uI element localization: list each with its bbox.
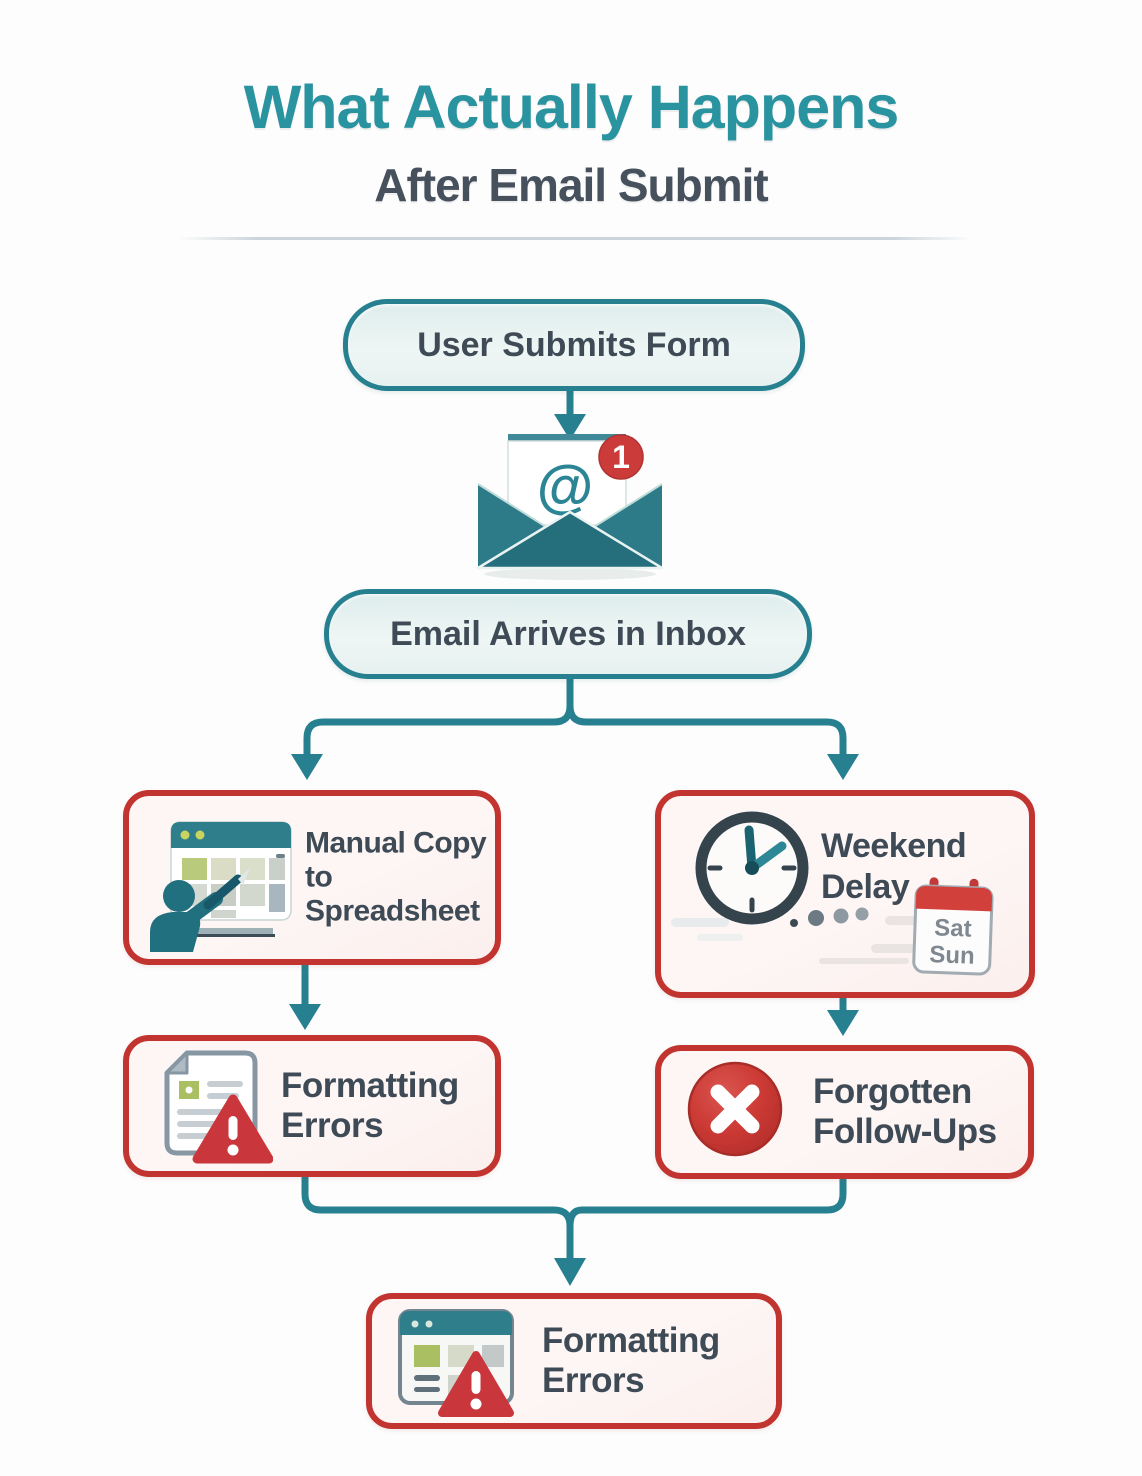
- pen-tip: [238, 868, 250, 885]
- node-formatting-errors-bottom-label: Formatting Errors: [542, 1321, 720, 1400]
- letter-top-bar: [508, 434, 626, 443]
- node-email-arrives-inbox: Email Arrives in Inbox: [324, 589, 812, 679]
- arrowhead-submit: [554, 414, 586, 440]
- clock-center: [745, 861, 759, 875]
- node-manual-copy-spreadsheet: Manual Copy to Spreadsheet: [123, 790, 501, 965]
- x-circle-icon: [687, 1061, 783, 1157]
- unread-badge: [598, 434, 644, 480]
- page-title: What Actually Happens: [243, 73, 900, 141]
- node-formatting-errors-left-label: Formatting Errors: [281, 1066, 459, 1145]
- document-warning-icon: [164, 1050, 273, 1164]
- spreadsheet-warning-icon: [398, 1309, 514, 1417]
- calendar-day2: Sun: [929, 941, 975, 970]
- node-formatting-errors-left: Formatting Errors: [123, 1035, 501, 1177]
- calendar-day1: Sat: [934, 914, 972, 942]
- arrowhead-merge: [554, 1258, 586, 1286]
- arrowhead-branch-left: [291, 754, 323, 780]
- node-user-submits-form-label: User Submits Form: [417, 325, 731, 364]
- connector-branch-left: [303, 702, 574, 760]
- speed-line: [819, 958, 909, 964]
- clock-icon: [671, 811, 869, 941]
- arrowhead-left-down: [289, 1004, 321, 1030]
- email-envelope-wrap: @ 1: [468, 426, 672, 587]
- node-user-submits-form: User Submits Form: [343, 299, 805, 391]
- title-divider: [178, 237, 972, 240]
- node-email-arrives-inbox-label: Email Arrives in Inbox: [390, 614, 746, 653]
- connector-branch-right: [566, 702, 847, 760]
- page-subtitle: After Email Submit: [374, 159, 769, 211]
- arrowhead-branch-right: [827, 754, 859, 780]
- spreadsheet-person-icon: [150, 821, 292, 952]
- envelope-shadow: [484, 568, 656, 580]
- at-symbol: @: [537, 454, 594, 519]
- email-envelope-icon: @ 1: [476, 434, 664, 580]
- weekend-calendar-icon: Sat Sun: [912, 877, 994, 976]
- unread-badge-count: 1: [612, 439, 630, 475]
- speed-line: [885, 916, 919, 925]
- envelope-front-fold: [476, 510, 664, 570]
- node-forgotten-followups: Forgotten Follow-Ups: [655, 1045, 1034, 1179]
- speed-line: [871, 944, 919, 953]
- arrowhead-right-down: [827, 1010, 859, 1036]
- node-formatting-errors-bottom: Formatting Errors: [366, 1293, 782, 1429]
- node-forgotten-followups-label: Forgotten Follow-Ups: [813, 1072, 997, 1151]
- node-manual-copy-label: Manual Copy to Spreadsheet: [305, 826, 487, 928]
- node-weekend-delay-label: Weekend Delay: [821, 827, 967, 906]
- connector-merge-right: [566, 1160, 847, 1230]
- node-weekend-delay: Weekend Delay Sat Sun: [655, 790, 1035, 998]
